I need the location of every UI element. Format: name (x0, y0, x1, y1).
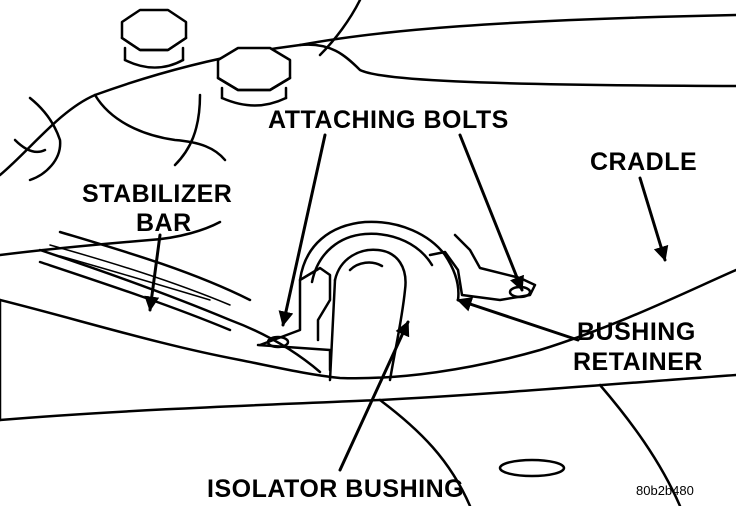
label-stabilizer-line2: BAR (136, 209, 192, 237)
cradle-shape (0, 268, 736, 506)
upper-bolt-2 (216, 46, 292, 107)
label-stabilizer-line1: STABILIZER (82, 180, 233, 208)
isolator-bushing-shape (328, 248, 407, 382)
leader-arrows (144, 133, 669, 472)
label-isolator-bushing: ISOLATOR BUSHING (207, 475, 465, 503)
stabilizer-bar-shape (38, 230, 322, 374)
cradle-hole (498, 458, 566, 478)
arrow-attaching-bolts-right (458, 133, 524, 292)
label-bushing-retainer-line1: BUSHING (577, 318, 696, 346)
figure-reference: 80b2b480 (636, 483, 694, 498)
arrow-stabilizer-bar (144, 233, 162, 312)
arrow-bushing-retainer (456, 297, 580, 342)
label-attaching-bolts: ATTACHING BOLTS (268, 106, 509, 134)
arrow-cradle (638, 176, 669, 262)
upper-bolt-1 (120, 8, 188, 69)
label-bushing-retainer-line2: RETAINER (573, 348, 703, 376)
body-frame (0, 0, 736, 257)
label-cradle: CRADLE (590, 148, 698, 176)
arrow-attaching-bolts-left (278, 133, 327, 327)
arrow-isolator-bushing (338, 320, 410, 472)
